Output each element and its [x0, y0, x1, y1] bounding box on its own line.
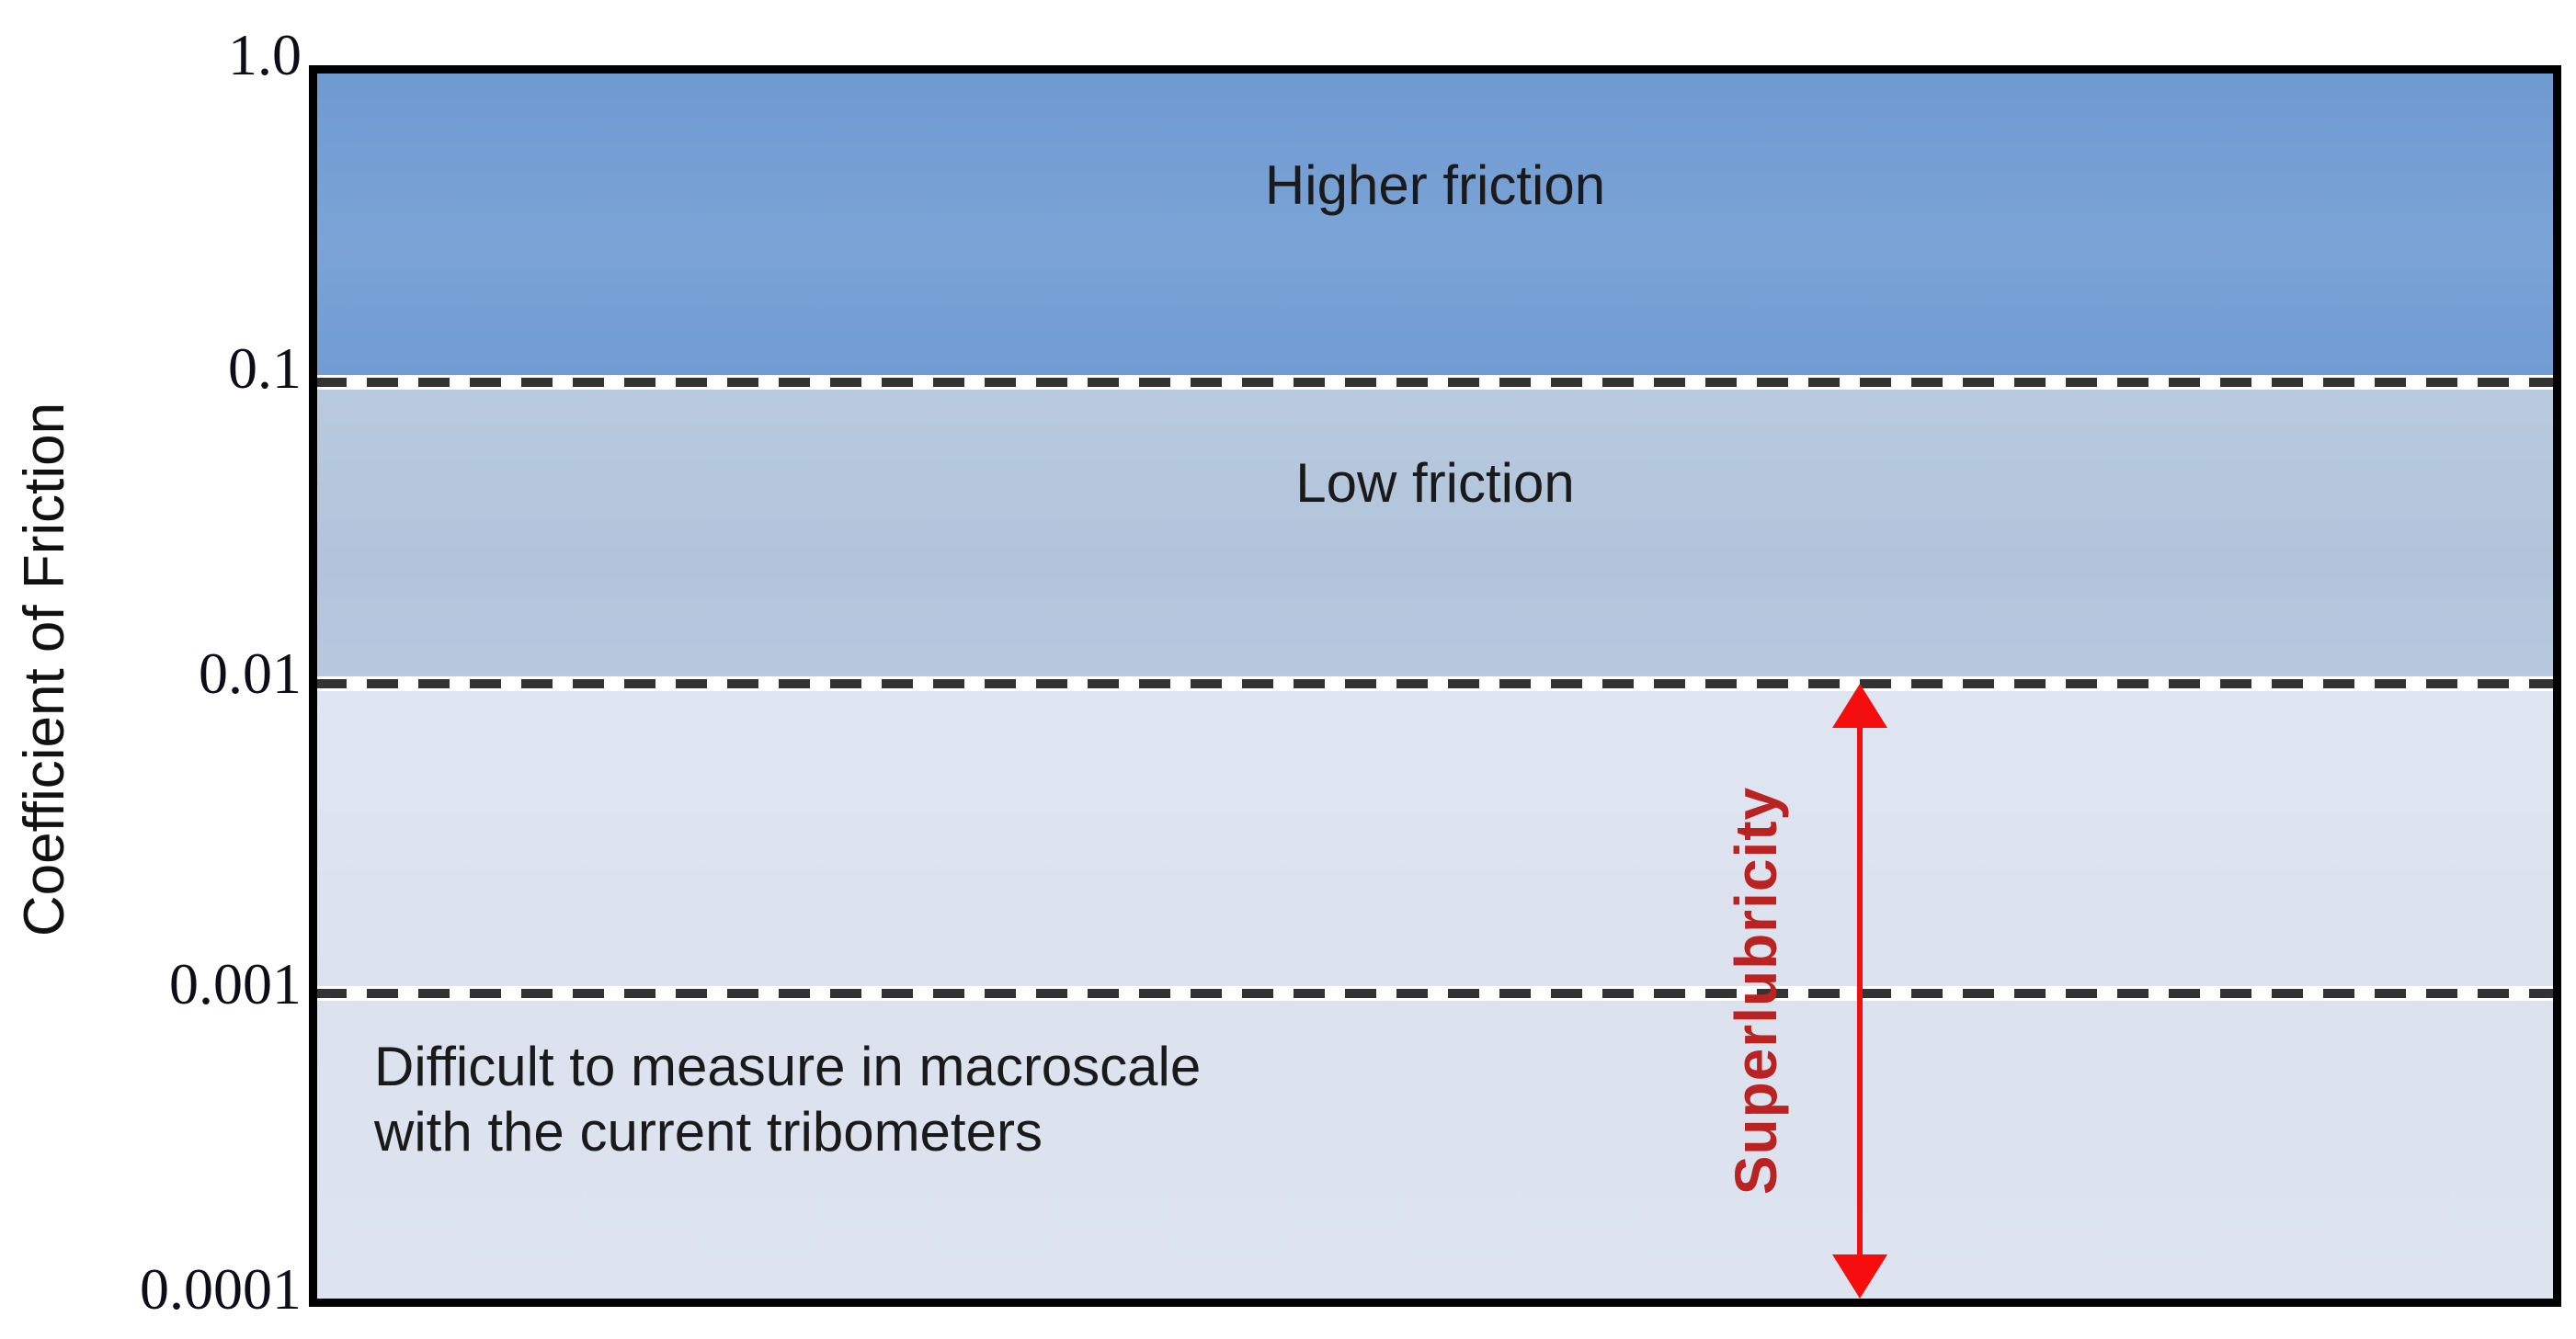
boundary-line-0.01: [317, 678, 2553, 688]
plot-area: Higher friction Low friction Difficult t…: [309, 65, 2561, 1307]
label-higher-friction: Higher friction: [1264, 153, 1606, 216]
measurement-note-line1: Difficult to measure in macroscale: [374, 1036, 1202, 1098]
boundary-line-0.001: [317, 989, 2553, 999]
measurement-note-line2: with the current tribometers: [374, 1101, 1043, 1163]
label-superlubricity: Superlubricity: [1705, 684, 1807, 1299]
y-tick-0.1: 0.1: [228, 335, 302, 401]
label-low-friction: Low friction: [1295, 451, 1575, 514]
arrow-down-icon: [1832, 1254, 1887, 1299]
y-tick-0.0001: 0.0001: [140, 1256, 302, 1322]
y-tick-0.001: 0.001: [169, 951, 302, 1016]
band-low-friction: [317, 381, 2553, 684]
superlubricity-text: Superlubricity: [1723, 787, 1789, 1196]
arrow-shaft: [1857, 707, 1863, 1275]
y-axis-tick-labels: 1.0 0.1 0.01 0.001 0.0001: [9, 0, 302, 1339]
label-measurement-note: Difficult to measure in macroscale with …: [374, 1035, 1201, 1165]
y-tick-0.01: 0.01: [199, 641, 302, 706]
superlubricity-arrow: [1832, 683, 1887, 1299]
boundary-line-0.1: [317, 377, 2553, 387]
band-higher-friction: [317, 74, 2553, 382]
y-tick-1: 1.0: [228, 22, 302, 87]
